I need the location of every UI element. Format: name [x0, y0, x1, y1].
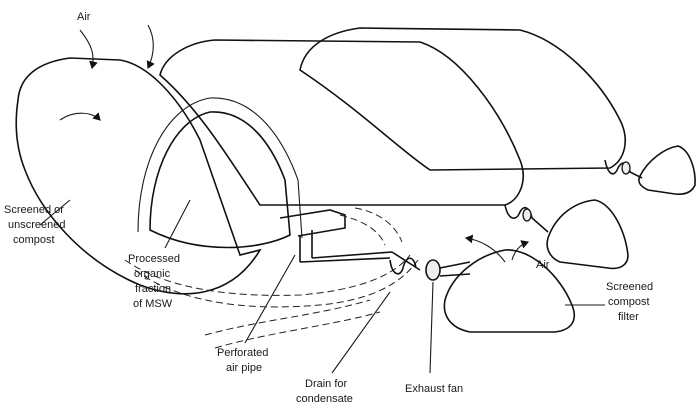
exhaust-fan-label: Exhaust fan — [405, 383, 463, 395]
compost-filter-back — [639, 146, 695, 194]
air-arrow-1 — [80, 30, 93, 68]
processed-fraction-label: Processed organic fraction of MSW — [128, 253, 183, 310]
back-pile — [300, 28, 625, 170]
drain-trap — [390, 258, 416, 274]
air-label-right: Air — [536, 259, 550, 271]
filter-label: Screened compost filter — [606, 281, 656, 323]
air-arrow-4 — [466, 238, 505, 262]
air-pipe-label: Perforated air pipe — [217, 347, 271, 374]
compost-cap-edge — [138, 98, 302, 238]
drain-label: Drain for condensate — [296, 378, 353, 405]
air-arrow-2 — [148, 25, 153, 68]
exhaust-fan — [426, 260, 440, 280]
compost-filter-middle — [547, 200, 628, 268]
compost-filter-front — [444, 250, 574, 332]
compost-label: Screened or unscreened compost — [4, 204, 69, 246]
perforated-air-pipe — [280, 210, 390, 262]
air-arrow-3 — [60, 113, 100, 120]
air-label-top: Air — [77, 11, 91, 23]
processed-fraction-face — [150, 112, 290, 248]
